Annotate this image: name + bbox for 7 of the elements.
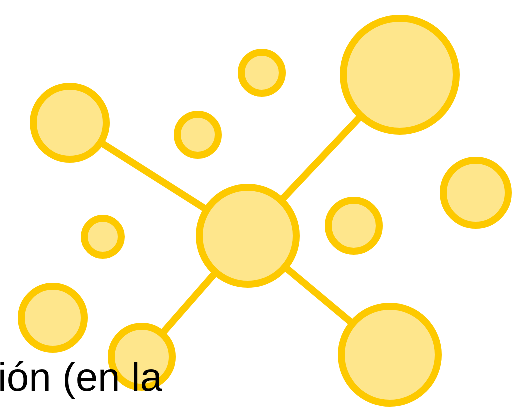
circle-node	[238, 49, 286, 97]
circle-node	[174, 111, 222, 159]
connector-line	[284, 266, 354, 325]
circle-node	[81, 215, 125, 259]
connector-line	[280, 116, 362, 202]
connector-line	[101, 140, 207, 212]
connector-line	[161, 272, 218, 334]
